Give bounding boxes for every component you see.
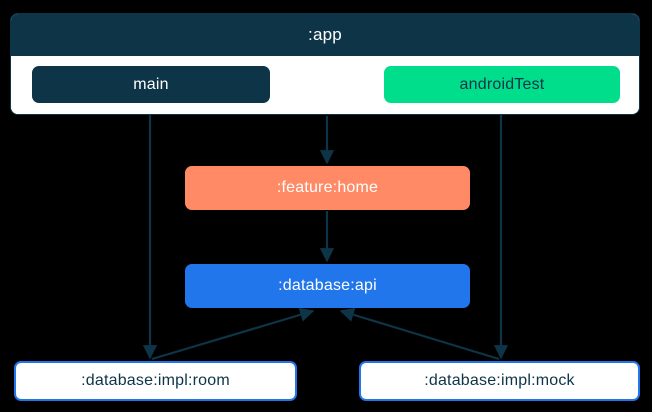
- source-set-androidtest[interactable]: androidTest: [384, 66, 620, 103]
- source-set-main[interactable]: main: [32, 66, 270, 103]
- module-node-database-impl-room[interactable]: :database:impl:room: [14, 361, 297, 401]
- container-body-app: main androidTest: [11, 56, 639, 114]
- module-container-app[interactable]: :app main androidTest: [10, 13, 640, 115]
- module-node-feature-home[interactable]: :feature:home: [185, 166, 470, 210]
- edge-database-impl-mock-to-database-api: [339, 307, 500, 361]
- edge-database-impl-room-to-database-api: [151, 307, 315, 361]
- container-title-app: :app: [11, 14, 639, 56]
- module-node-database-api[interactable]: :database:api: [185, 264, 470, 308]
- module-node-database-impl-mock[interactable]: :database:impl:mock: [359, 361, 640, 401]
